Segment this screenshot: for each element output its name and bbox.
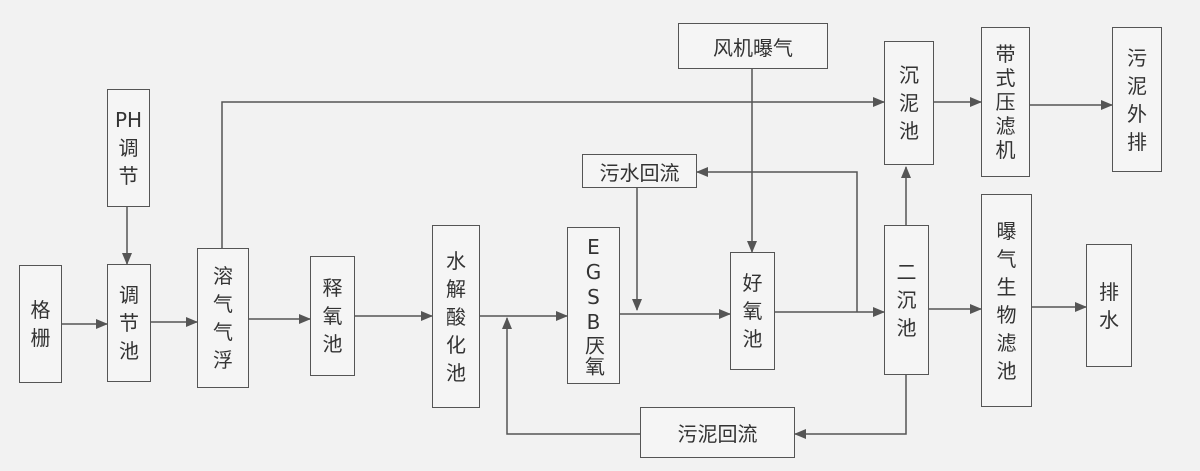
arrow-secondary-to-sludge-return <box>794 375 907 439</box>
box-oxygen-release-tank-label: 释氧池 <box>322 276 343 356</box>
box-dissolved-air-flotation-label: 溶气气浮 <box>213 264 233 372</box>
box-grille-label: 格栅 <box>30 298 51 350</box>
box-ph-adjust: PH调节 <box>107 89 150 207</box>
box-adjust-tank: 调节池 <box>107 264 151 382</box>
box-sludge-return: 污泥回流 <box>640 407 795 458</box>
box-ph-adjust-label: PH调节 <box>114 108 143 188</box>
box-biological-aerated-filter-label: 曝气生物滤池 <box>996 218 1017 383</box>
box-hydrolysis-acidification-tank-label: 水解酸化池 <box>446 248 466 385</box>
box-belt-filter-press: 带式压滤机 <box>981 27 1030 177</box>
box-sludge-discharge: 污泥外排 <box>1112 27 1162 172</box>
arrow-sewage-return-loop <box>696 167 858 312</box>
box-grille: 格栅 <box>19 265 62 383</box>
box-oxygen-release-tank: 释氧池 <box>310 256 355 376</box>
box-secondary-sedimentation-tank-label: 二沉池 <box>896 260 917 340</box>
box-sewage-return-label: 污水回流 <box>599 160 680 185</box>
box-hydrolysis-acidification-tank: 水解酸化池 <box>432 225 480 408</box>
box-sludge-settling-tank-label: 沉泥池 <box>899 63 919 143</box>
box-discharge: 排水 <box>1086 244 1132 367</box>
box-belt-filter-press-label: 带式压滤机 <box>995 42 1016 162</box>
box-aerobic-tank-label: 好氧池 <box>742 271 763 351</box>
box-blower-aeration: 风机曝气 <box>678 23 828 69</box>
box-egsb-anaerobic: EGSB厌氧 <box>567 227 620 384</box>
box-egsb-anaerobic-label: EGSB厌氧 <box>581 234 606 377</box>
box-discharge-label: 排水 <box>1099 279 1119 332</box>
box-biological-aerated-filter: 曝气生物滤池 <box>981 194 1032 407</box>
box-sewage-return: 污水回流 <box>582 154 697 188</box>
box-secondary-sedimentation-tank: 二沉池 <box>884 225 929 375</box>
arrow-sludge-return-to-hydrolysis-line <box>502 317 640 435</box>
box-blower-aeration-label: 风机曝气 <box>713 35 793 60</box>
box-dissolved-air-flotation: 溶气气浮 <box>197 248 249 388</box>
box-sludge-settling-tank: 沉泥池 <box>884 41 934 165</box>
box-sludge-discharge-label: 污泥外排 <box>1127 45 1147 154</box>
arrow-flotation-to-settling <box>221 97 885 248</box>
box-aerobic-tank: 好氧池 <box>730 252 775 370</box>
box-adjust-tank-label: 调节池 <box>119 283 139 363</box>
box-sludge-return-label: 污泥回流 <box>677 422 758 446</box>
